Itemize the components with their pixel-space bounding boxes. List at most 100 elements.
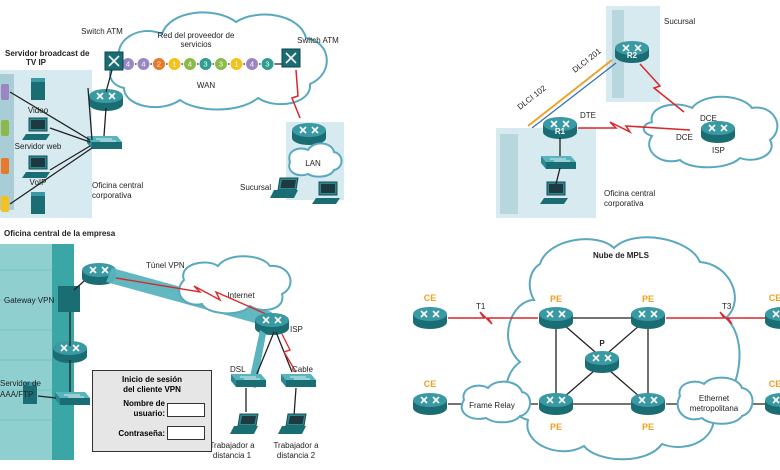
atm-cell-label-4: 1	[172, 60, 176, 69]
pvc-link	[527, 59, 613, 127]
vpn-login-title-line-1: Inicio de sesión	[121, 375, 182, 384]
cloud-title-line-1: Red del proveedor de	[158, 31, 235, 40]
atm-cell-2	[136, 57, 151, 71]
pe-label-3: PE	[550, 422, 562, 432]
p-router-icon	[584, 350, 620, 374]
remote-worker-2-laptop-icon	[277, 413, 307, 435]
atm-cell-9	[245, 57, 259, 71]
atm-cell-label-7: 3	[219, 60, 223, 69]
ce-router-2-icon	[412, 392, 448, 416]
internet-label: Internet	[227, 291, 255, 300]
r2-label: R2	[627, 51, 638, 60]
pe-router-2-icon	[630, 306, 666, 330]
atm-cell-8	[229, 57, 244, 71]
vpn-tunnel-dsl	[248, 330, 266, 388]
voip-label: VoIP	[30, 178, 47, 187]
atm-cell-7	[214, 57, 228, 71]
atm-cell-label-2: 4	[141, 60, 145, 69]
username-label: Nombre de usuario:	[95, 399, 165, 419]
aaa-server-label-1: Servidor de	[0, 379, 41, 388]
atm-switch-left-label: Switch ATM	[81, 27, 123, 36]
vpn-head-office-title: Oficina central de la empresa	[4, 229, 116, 238]
t1-link	[448, 311, 538, 325]
web-tile	[1, 120, 9, 136]
vpn-login-title: Inicio de sesión del cliente VPN	[93, 375, 211, 395]
atm-cell-label-8: 1	[234, 60, 238, 69]
ce-label-4: CE	[769, 379, 780, 389]
data-server-icon	[31, 192, 45, 214]
video-label: Video	[28, 106, 49, 115]
vpn-login-title-line-2: del cliente VPN	[123, 385, 181, 394]
web-server-label: Servidor web	[15, 142, 62, 151]
remote-worker-1-label-1: Trabajador a	[209, 441, 255, 450]
cable-modem-icon	[280, 373, 317, 388]
remote-worker-2-label-2: distancia 2	[277, 451, 316, 460]
username-field[interactable]	[167, 403, 205, 417]
pe-label-4: PE	[642, 422, 654, 432]
pe-router-3-icon	[538, 392, 574, 416]
ce-router-3-icon	[764, 306, 780, 330]
isp-router-tr-icon	[700, 120, 736, 144]
pe-router-1-icon	[538, 306, 574, 330]
mpls-cloud	[505, 236, 741, 461]
metro-ethernet-cloud	[676, 376, 754, 425]
video-tile	[1, 84, 9, 100]
r1-isp-link	[578, 121, 691, 134]
head-office-label-2: corporativa	[92, 191, 132, 200]
office-switch-tr-icon	[540, 155, 577, 170]
t1-label: T1	[476, 302, 486, 311]
panel-mpls: Nube de MPLS T1 T3 CE CE CE CE PE PE P P…	[412, 236, 780, 461]
frame-relay-cloud	[460, 380, 531, 424]
pe-router-4-icon	[630, 392, 666, 416]
head-office-tr-label-1: Oficina central	[604, 189, 655, 198]
atm-cell-label-9: 4	[250, 60, 254, 69]
ce-label-1: CE	[424, 293, 437, 303]
vpn-tunnel-label: Túnel VPN	[146, 261, 185, 270]
atm-cell-10	[260, 57, 275, 71]
wan-label: WAN	[197, 81, 216, 90]
r1-label: R1	[555, 127, 566, 136]
pe-label-2: PE	[642, 294, 654, 304]
office-router-icon	[88, 88, 124, 112]
atm-serial-link	[291, 69, 301, 119]
atm-cell-label-3: 2	[157, 60, 161, 69]
atm-cell-3	[152, 57, 166, 71]
vpn-login-dialog: Inicio de sesión del cliente VPN Nombre …	[92, 370, 212, 452]
panel-vpn: Oficina central de la empresa Gateway VP…	[0, 229, 319, 460]
lan-cloud	[288, 142, 343, 178]
t3-link	[666, 311, 768, 325]
dte-label: DTE	[580, 111, 596, 120]
lan-label: LAN	[305, 159, 321, 168]
video-server-icon	[31, 78, 45, 100]
atm-cell-4	[167, 57, 182, 71]
t3-label: T3	[722, 302, 732, 311]
panel-frame-relay: Sucursal R2 DLCI 201 DLCI 102 R1 Oficina…	[496, 6, 779, 218]
atm-switch-left-icon	[104, 51, 124, 71]
head-office-label-1: Oficina central	[92, 181, 143, 190]
metro-ethernet-label-2: metropolitana	[690, 404, 739, 413]
dsl-modem-icon	[230, 373, 267, 388]
remote-worker-2-label-1: Trabajador a	[273, 441, 319, 450]
cloud-title-line-2: servicios	[180, 40, 211, 49]
broadcast-server-label-2: TV IP	[26, 58, 47, 67]
data-tile	[1, 196, 9, 212]
atm-cell-6	[198, 57, 213, 71]
remote-worker-1-label-2: distancia 1	[213, 451, 252, 460]
isp-label-tr: ISP	[712, 146, 725, 155]
vpn-gateway-icon	[58, 286, 80, 312]
aaa-server-label-2: AAA/FTP	[0, 390, 33, 399]
voip-tile	[1, 158, 9, 174]
username-label-line-1: Nombre de	[123, 399, 165, 408]
branch-router-icon	[291, 122, 327, 146]
metro-ethernet-label-1: Ethernet	[699, 394, 730, 403]
atm-cell-label-5: 4	[188, 60, 192, 69]
atm-cell-label-6: 3	[203, 60, 207, 69]
password-field[interactable]	[167, 426, 205, 440]
dce-label-1: DCE	[700, 114, 717, 123]
ce-router-1-icon	[412, 306, 448, 330]
atm-switch-right-label: Switch ATM	[297, 36, 339, 45]
branch-label-tr: Sucursal	[664, 17, 695, 26]
